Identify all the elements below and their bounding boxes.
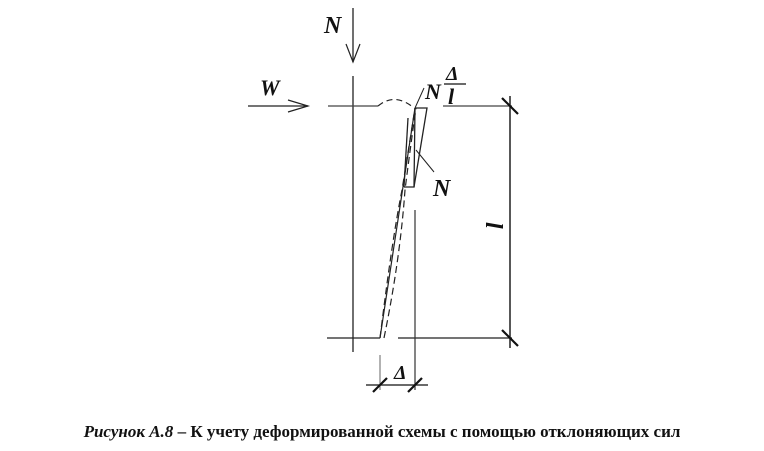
figure-caption: Рисунок А.8 – К учету деформированной сх… [0, 422, 764, 442]
axial-force-label: N [323, 13, 343, 39]
deflecting-force-delta-label: Δ [445, 63, 459, 85]
deformed-column [379, 107, 417, 339]
label-leaders [414, 87, 435, 173]
deflecting-force-N-label: N [424, 79, 442, 104]
axial-force-arrow-icon [345, 43, 361, 64]
deformed-top-curve [377, 98, 415, 109]
height-dimension [501, 96, 519, 348]
wind-load-arrow-icon [248, 99, 311, 113]
figure-number: Рисунок А.8 [83, 422, 174, 441]
deflecting-force-l-label: l [448, 84, 455, 109]
caption-dash: – [173, 422, 191, 441]
height-label: l [480, 222, 506, 229]
displacement-dimension [366, 377, 428, 393]
caption-text: К учету деформированной схемы с помощью … [190, 422, 681, 441]
force-at-top-label: N [432, 176, 452, 202]
displacement-label: Δ [393, 362, 407, 384]
wind-load-label: W [260, 75, 281, 100]
deflecting-force-triangle [403, 107, 428, 188]
